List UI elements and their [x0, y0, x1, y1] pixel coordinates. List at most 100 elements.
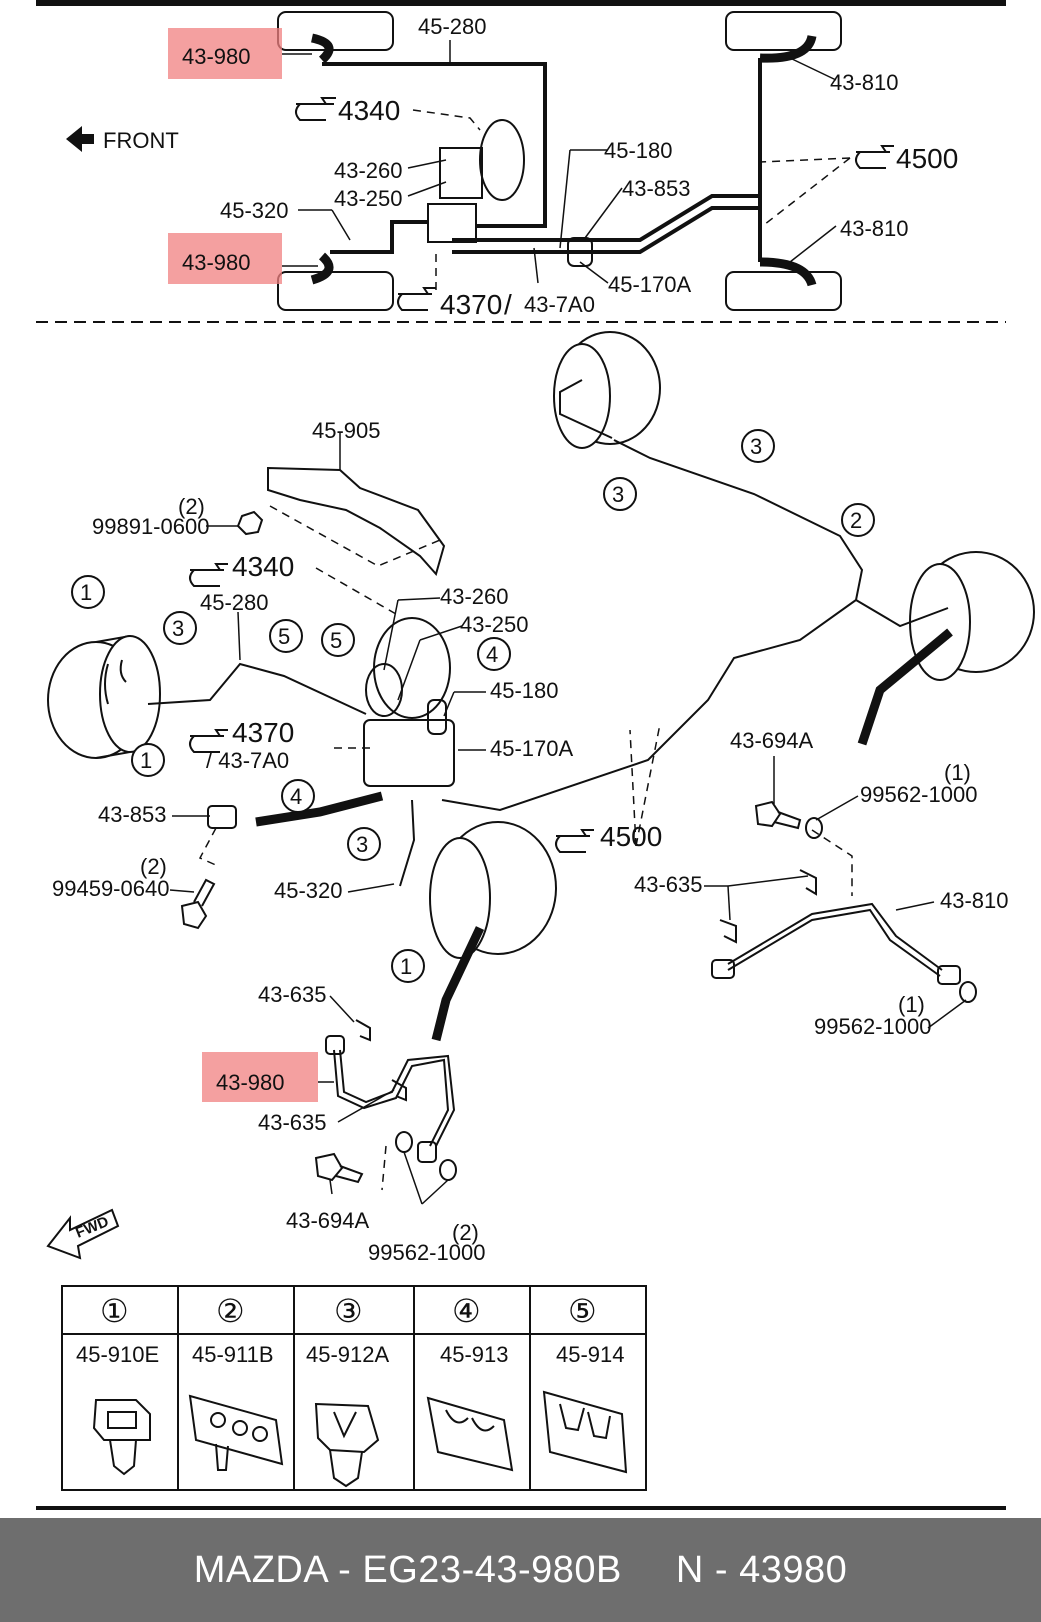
- label-43-7a0: 43-7A0: [524, 292, 595, 317]
- brake-line-diagram: FRONT 45-280 43-980 43-980 43-810 43-810…: [36, 0, 1035, 1510]
- label-43-694a: 43-694A: [286, 1208, 370, 1233]
- fitting-43-980: [325, 1035, 345, 1055]
- highlight-43-980-mid: [168, 233, 282, 284]
- label-45-170a: 45-170A: [490, 736, 574, 761]
- callout-3: 3: [163, 611, 197, 645]
- label-qty: (1): [944, 760, 971, 785]
- top-border: [36, 0, 1006, 6]
- label-45-905: 45-905: [312, 418, 381, 443]
- callout-1: 1: [131, 743, 165, 777]
- bolt-43-694a: [314, 1152, 364, 1184]
- junction-block: [427, 203, 477, 243]
- table-cell-part: 45-911B: [192, 1342, 274, 1367]
- label-43-635: 43-635: [258, 982, 327, 1007]
- highlight-43-980: [202, 1052, 318, 1102]
- clip-43-635: [355, 1019, 371, 1042]
- label-43-260: 43-260: [440, 584, 509, 609]
- label-4340: 4340: [232, 551, 294, 582]
- label-43-694a: 43-694A: [730, 728, 814, 753]
- label-99891-0600: 99891-0600: [92, 514, 209, 539]
- bolt-43-694a: [754, 800, 802, 830]
- label-front: FRONT: [103, 128, 179, 153]
- clip-43-635: [391, 1079, 407, 1102]
- clip-45-914-icon: [542, 1390, 628, 1474]
- label-99562-1000: 99562-1000: [368, 1240, 485, 1265]
- fitting-43-980-end: [417, 1141, 437, 1163]
- table-header: ⑤: [568, 1293, 597, 1329]
- pointing-hand-icon: [295, 97, 336, 121]
- callout-4: 4: [477, 637, 511, 671]
- main-exploded-view: FWD: [46, 331, 1035, 1265]
- brake-booster: [479, 119, 525, 201]
- bracket-45-905: [267, 466, 446, 577]
- label-qty: (2): [452, 1220, 479, 1245]
- highlight-43-980-top: [168, 28, 282, 79]
- label-45-180: 45-180: [604, 138, 673, 163]
- line-to-rear-2: [452, 194, 760, 242]
- label-43-980: 43-980: [216, 1070, 285, 1095]
- label-43-260: 43-260: [334, 158, 403, 183]
- label-45-280: 45-280: [418, 14, 487, 39]
- line-to-rear: [441, 439, 864, 812]
- callout-3: 3: [741, 429, 775, 463]
- callout-4: 4: [281, 779, 315, 813]
- label-4370: 4370: [232, 717, 294, 748]
- label-45-280: 45-280: [200, 590, 269, 615]
- svg-text:3: 3: [750, 434, 762, 459]
- label-43-810: 43-810: [830, 70, 899, 95]
- hydraulic-unit: [363, 719, 455, 787]
- label-qty: (1): [898, 992, 925, 1017]
- bolt-99459-0640: [180, 878, 216, 930]
- footer-bar: MAZDA - EG23-43-980B N - 43980: [0, 1518, 1041, 1622]
- table-cell-part: 45-914: [556, 1342, 625, 1367]
- label-43-980: 43-980: [182, 44, 251, 69]
- wheel-rear-right-top: [553, 331, 661, 449]
- label-4500: 4500: [600, 821, 662, 852]
- line-45-280: [322, 62, 547, 228]
- footer-part-number: MAZDA - EG23-43-980B: [193, 1548, 622, 1591]
- master-cylinder: [439, 147, 483, 199]
- pointing-hand-icon: [189, 729, 228, 753]
- hose-front-left: [255, 791, 384, 827]
- svg-text:3: 3: [612, 482, 624, 507]
- fitting-43-810: [711, 959, 961, 985]
- table-header: ③: [334, 1293, 363, 1329]
- clip-table: ① ② ③ ④ ⑤ 45-910E 45-911B 45-912A 45-913…: [61, 1285, 647, 1491]
- callout-5: 5: [269, 619, 303, 653]
- valve-45-180: [427, 699, 447, 735]
- top-schematic: FRONT 45-280 43-980 43-980 43-810 43-810…: [66, 11, 958, 320]
- hose-43-810: [727, 908, 941, 977]
- joint-43-853: [567, 237, 593, 267]
- svg-text:5: 5: [278, 624, 290, 649]
- hose-front-top: [310, 33, 334, 64]
- hose-front-bottom: [310, 252, 334, 285]
- label-4340: 4340: [338, 95, 400, 126]
- clip-43-635: [719, 919, 737, 944]
- label-43-810: 43-810: [940, 888, 1009, 913]
- label-45-320: 45-320: [274, 878, 343, 903]
- clip-45-912a-icon: [314, 1402, 380, 1488]
- line-45-320: [399, 799, 416, 887]
- label-45-320: 45-320: [220, 198, 289, 223]
- brake-booster: [373, 617, 451, 719]
- label-43-250: 43-250: [460, 612, 529, 637]
- label-43-853: 43-853: [622, 176, 691, 201]
- nut-99891-0600: [236, 510, 264, 536]
- line-45-320: [330, 220, 428, 254]
- clip-45-910e-icon: [92, 1399, 151, 1476]
- hose-front-right: [431, 926, 485, 1042]
- callout-1: 1: [391, 949, 425, 983]
- line-to-rear-left: [855, 599, 949, 628]
- wheel-front-left: [47, 635, 161, 759]
- clip-45-911b-icon: [188, 1394, 284, 1471]
- callout-1: 1: [71, 575, 105, 609]
- label-43-7a0: / 43-7A0: [206, 748, 289, 773]
- svg-text:1: 1: [400, 954, 412, 979]
- line-to-rear: [452, 206, 760, 254]
- pointing-hand-icon: [189, 563, 228, 587]
- wheel-front-right: [429, 821, 557, 959]
- pointing-hand-icon: [397, 287, 436, 311]
- callout-3: 3: [603, 477, 637, 511]
- callout-2: 2: [841, 503, 875, 537]
- table-cell-part: 45-913: [440, 1342, 509, 1367]
